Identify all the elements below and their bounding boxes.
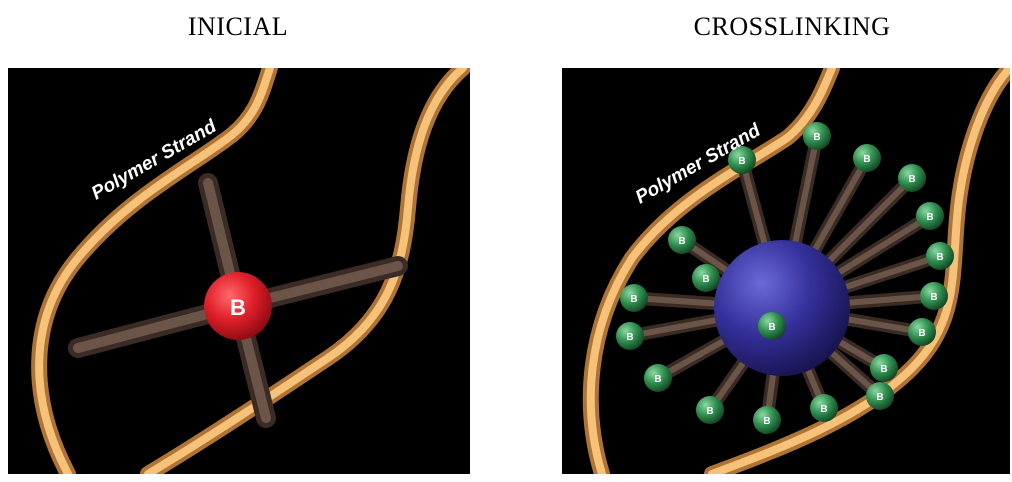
crosslink-node-label: B [936, 252, 943, 263]
crosslink-node-label: B [908, 174, 915, 185]
crosslink-node-label: B [763, 416, 770, 427]
crosslink-node-label: B [863, 154, 870, 165]
crosslink-node-label: B [880, 364, 887, 375]
crosslink-node-label: B [706, 406, 713, 417]
crosslink-node-label: B [930, 292, 937, 303]
crosslink-node-label: B [813, 132, 820, 143]
title-inicial: INICIAL [8, 12, 468, 42]
crosslink-node-label: B [876, 392, 883, 403]
crosslink-node-label: B [630, 294, 637, 305]
crosslink-node-label: B [626, 332, 633, 343]
crosslink-node-label: B [820, 404, 827, 415]
center-sphere [714, 240, 850, 376]
crosslink-node-label: B [738, 156, 745, 167]
crosslink-node-label: B [768, 322, 775, 333]
crosslink-node-label: B [678, 236, 685, 247]
inicial-diagram-svg: B Polymer Strand [8, 68, 470, 474]
inicial-illustration: B Polymer Strand [8, 68, 470, 474]
crosslink-node-label: B [702, 274, 709, 285]
title-crosslinking: CROSSLINKING [562, 12, 1012, 42]
center-sphere-label: B [230, 295, 246, 320]
crosslink-node-label: B [654, 374, 661, 385]
crosslink-node-label: B [926, 212, 933, 223]
crosslink-node-label: B [918, 328, 925, 339]
